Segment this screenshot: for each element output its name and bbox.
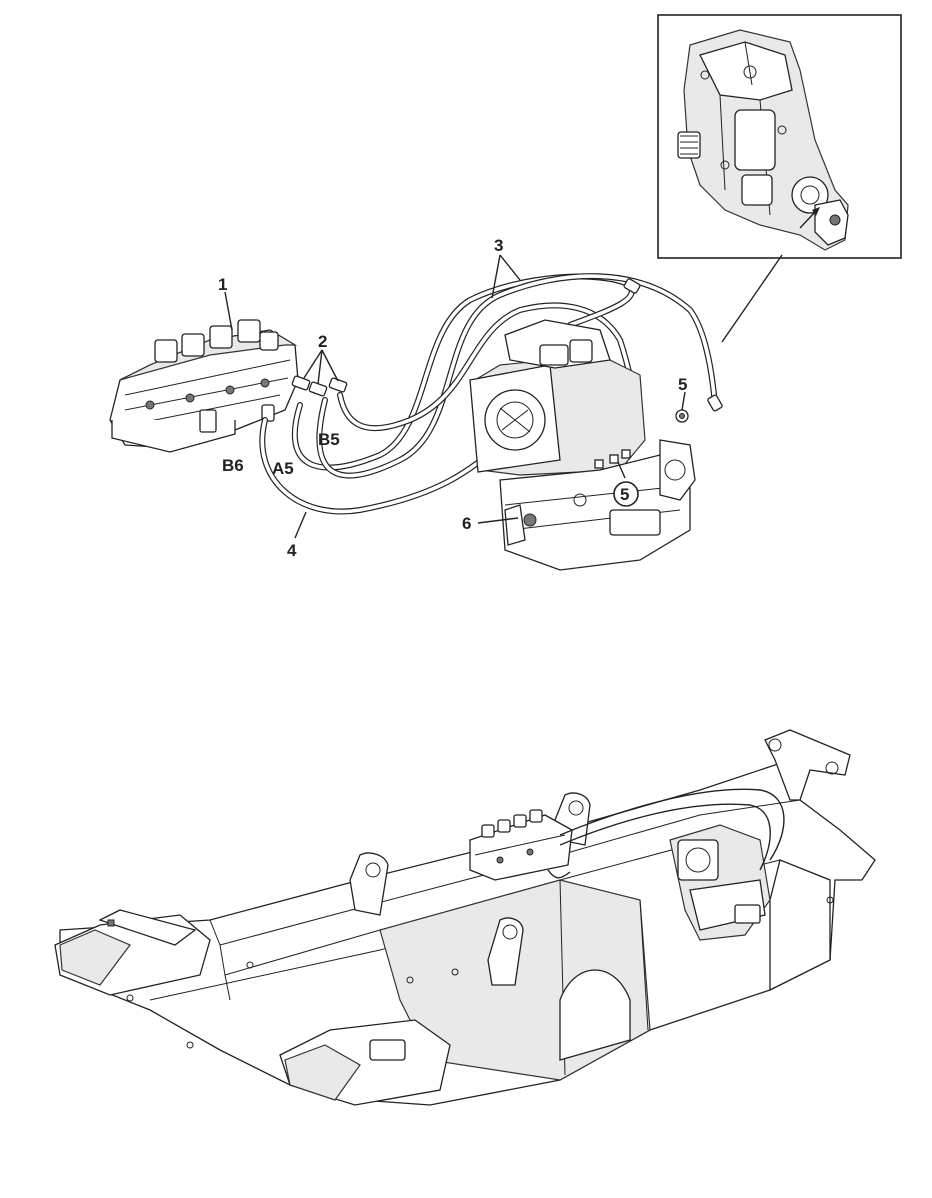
port-label-b5: B5 — [318, 430, 340, 449]
callout-4: 4 — [287, 541, 297, 560]
hydraulic-pump-assembly — [469, 319, 696, 571]
fitting-item-5 — [675, 409, 689, 423]
port-label-b6: B6 — [222, 456, 244, 475]
callout-5-circled: 5 — [613, 481, 639, 507]
control-valve-block — [109, 319, 299, 453]
callout-5-circled-label: 5 — [620, 485, 629, 504]
callout-3: 3 — [494, 236, 503, 255]
callout-6: 6 — [462, 514, 471, 533]
leader-lines — [224, 254, 686, 539]
port-label-a5: A5 — [272, 459, 294, 478]
inset-leader-line — [721, 254, 783, 343]
machine-chassis-frame — [54, 729, 876, 1106]
chassis-control-valve — [469, 809, 573, 881]
chassis-pump — [669, 824, 771, 941]
callout-5-top: 5 — [678, 375, 687, 394]
inset-pump-drawing — [677, 29, 849, 251]
hose-fittings — [261, 375, 348, 422]
callout-1: 1 — [218, 275, 227, 294]
pump-detail-inset — [657, 14, 902, 259]
callout-2: 2 — [318, 332, 327, 351]
hydraulic-hoses — [259, 273, 723, 515]
